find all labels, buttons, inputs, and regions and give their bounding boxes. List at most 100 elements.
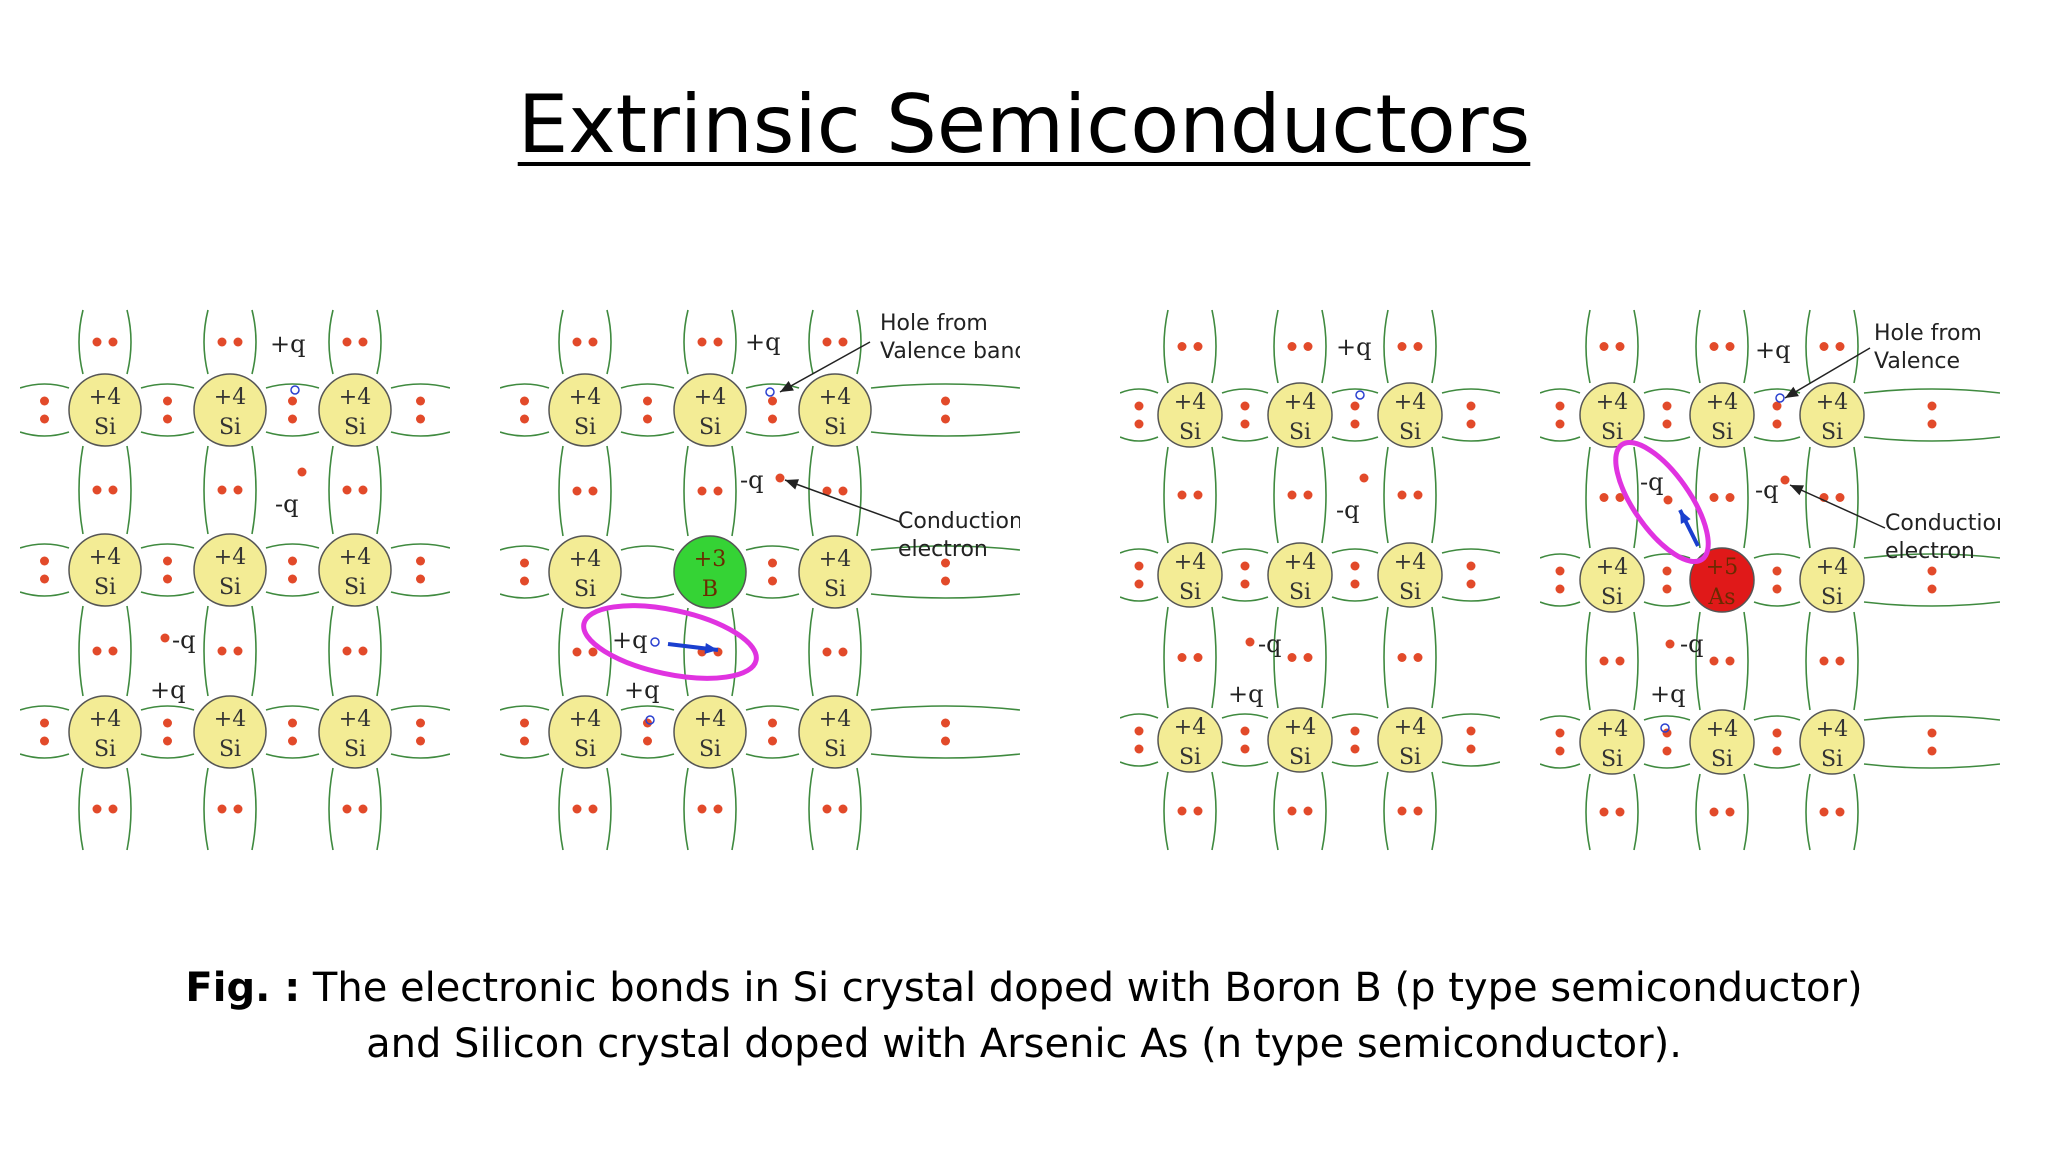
bond-line (1120, 388, 1159, 394)
bond-line (1221, 761, 1269, 767)
bond-line (1540, 601, 1581, 607)
bond-line (500, 753, 550, 759)
annotation-pointer-hole (779, 341, 871, 393)
bond-line (328, 767, 334, 851)
bond-line (606, 767, 612, 851)
silicon-atom (1267, 382, 1333, 448)
electron-dot (1240, 401, 1250, 411)
electron-dot (1927, 584, 1937, 594)
si-lattice-diagram-pure-2: +4Si+4Si+4Si+4Si+4Si+4Si+4Si+4Si+4Si+q-q… (1120, 309, 1500, 851)
atom-charge: +4 (819, 547, 851, 572)
electron-dot (1413, 342, 1423, 351)
highlight-ellipse (1613, 439, 1711, 565)
electron-motion-arrow-head (1680, 510, 1691, 524)
bond-line (1163, 446, 1169, 544)
bond-line (731, 767, 737, 851)
bond-line (1863, 553, 2000, 559)
electron-dot (822, 486, 832, 496)
electron-dot (1772, 728, 1782, 738)
electron-dot (1927, 419, 1937, 429)
electron-dot (768, 736, 777, 746)
bond-line (20, 705, 70, 711)
electron-dot (1134, 579, 1144, 589)
electron-dot (163, 574, 172, 584)
bond-line (731, 607, 737, 697)
bond-line (1331, 596, 1379, 602)
bond-line (126, 445, 132, 535)
bond-line (1585, 611, 1591, 711)
bond-line (1431, 771, 1437, 851)
annotation-pointer-electron-head (1790, 485, 1804, 496)
silicon-atom (1799, 709, 1865, 775)
electron-dot (163, 718, 172, 728)
electron-dot (1615, 342, 1625, 351)
bond-line (1441, 436, 1500, 442)
electron-dot (233, 646, 243, 656)
bond-line (870, 431, 1020, 437)
electron-dot (1835, 342, 1845, 351)
charge-label: +q (1755, 336, 1790, 364)
electron-dot (108, 804, 118, 814)
silicon-atom (1377, 542, 1443, 608)
bond-line (140, 591, 195, 597)
electron-dot (1772, 419, 1782, 429)
bond-line (558, 607, 564, 697)
electron-dot (358, 337, 368, 347)
electron-dot (92, 804, 102, 814)
electron-dot (1725, 342, 1735, 351)
electron-dot (1555, 419, 1565, 429)
si-lattice-diagram-p-type: +4Si+4Si+4Si+4Si+3B+4Si+4Si+4Si+4Si+q-q+… (500, 309, 1020, 851)
bond-line (20, 431, 70, 437)
electron-dot (1245, 637, 1255, 647)
electron-dot (572, 647, 582, 657)
bond-line (1695, 773, 1701, 851)
electron-dot (768, 718, 777, 728)
bond-line (1441, 713, 1500, 719)
bond-line (328, 445, 334, 535)
bond-line (1643, 763, 1691, 769)
atom-symbol: Si (1601, 585, 1623, 610)
atom-charge: +4 (1816, 390, 1848, 415)
bond-line (1383, 606, 1389, 709)
electron-dot (342, 485, 352, 495)
annotation-pointer-electron-head (785, 479, 799, 490)
bond-line (1221, 436, 1269, 442)
annotation-pointer-electron (1789, 484, 1886, 529)
atom-symbol: Si (574, 737, 596, 762)
bond-line (20, 543, 70, 549)
electron-dot (1615, 493, 1625, 502)
bond-line (265, 705, 320, 711)
bond-line (1695, 446, 1701, 549)
electron-dot (572, 486, 582, 496)
bond-line (1331, 388, 1379, 394)
hole-marker (1775, 393, 1785, 403)
silicon-atom (798, 695, 872, 769)
atom-symbol: Si (1289, 745, 1311, 770)
bond-line (1540, 436, 1581, 442)
hole-marker (645, 715, 655, 725)
electron-dot (233, 337, 243, 347)
electron-dot (108, 337, 118, 347)
atom-symbol: Si (1289, 420, 1311, 445)
bond-line (1221, 548, 1269, 554)
bond-line (808, 767, 814, 851)
annotation-pointer-hole-head (780, 380, 794, 392)
electron-dot (1599, 807, 1609, 817)
bond-line (870, 593, 1020, 599)
electron-dot (1835, 493, 1845, 502)
bond-line (1431, 309, 1437, 384)
atom-charge: +4 (1284, 550, 1316, 575)
electron-dot (941, 718, 950, 728)
bond-line (265, 753, 320, 759)
bond-line (558, 445, 564, 537)
hole-marker (1660, 723, 1670, 733)
hole-marker (765, 387, 775, 397)
silicon-atom (1377, 382, 1443, 448)
caption-line-1: The electronic bonds in Si crystal doped… (300, 965, 1863, 1011)
electron-dot (40, 574, 49, 584)
electron-dot (1177, 806, 1187, 816)
electron-dot (520, 414, 529, 424)
dopant-symbol: As (1707, 585, 1735, 610)
electron-dot (1287, 490, 1297, 500)
electron-dot (1466, 744, 1476, 754)
